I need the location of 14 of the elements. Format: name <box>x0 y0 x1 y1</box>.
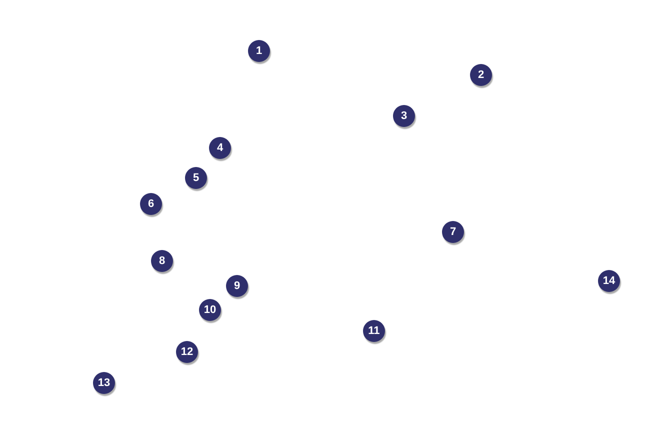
callout-number: 9 <box>226 275 248 297</box>
callout-number: 4 <box>209 137 231 159</box>
callout-number: 2 <box>470 64 492 86</box>
callout-number: 7 <box>442 221 464 243</box>
callout-number: 11 <box>363 320 385 342</box>
callout-number: 10 <box>199 299 221 321</box>
callout-number: 6 <box>140 193 162 215</box>
callout-number: 1 <box>248 40 270 62</box>
callout-number: 3 <box>393 105 415 127</box>
callout-number: 14 <box>598 270 620 292</box>
callout-number: 8 <box>151 250 173 272</box>
callout-number: 13 <box>93 372 115 394</box>
callout-number: 12 <box>176 341 198 363</box>
callout-number: 5 <box>185 167 207 189</box>
